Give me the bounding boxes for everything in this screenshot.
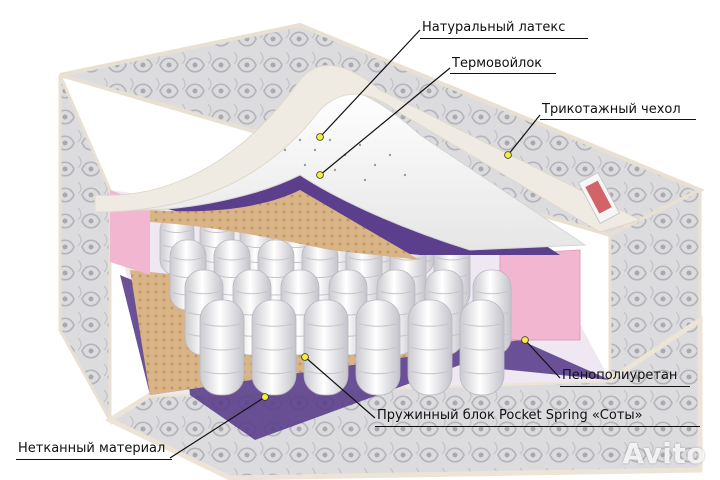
cover-flap xyxy=(94,65,642,233)
leader-cover xyxy=(507,114,541,156)
leader-spring xyxy=(304,356,376,419)
pocket-spring xyxy=(251,299,297,396)
pocket-spring xyxy=(459,299,505,396)
dot-nonwoven xyxy=(261,393,269,401)
leader-foam xyxy=(524,339,561,379)
label-nonwoven: Нетканный материал xyxy=(18,441,166,456)
pocket-spring xyxy=(407,299,453,396)
leader-latex xyxy=(319,29,421,138)
dot-spring xyxy=(301,353,309,361)
nonwoven-layer xyxy=(120,275,610,440)
label-latex: Натуральный латекс xyxy=(422,20,566,35)
leader-thermofelt xyxy=(319,67,451,176)
pocket-spring xyxy=(199,299,245,396)
label-spring-block: Пружинный блок Pocket Spring «Соты» xyxy=(377,408,643,423)
label-cover: Трикотажный чехол xyxy=(542,102,681,117)
spring-block xyxy=(159,214,512,396)
cover-left-side xyxy=(58,74,112,426)
dot-foam xyxy=(521,336,529,344)
label-thermofelt: Термовойлок xyxy=(452,56,543,71)
dot-cover xyxy=(504,151,512,159)
foam-block-right xyxy=(499,249,581,341)
avito-watermark: Avito xyxy=(622,437,706,470)
label-foam: Пенополиуретан xyxy=(562,368,678,383)
pocket-spring xyxy=(355,299,401,396)
dot-thermofelt xyxy=(316,171,324,179)
top-coconut-layer xyxy=(150,190,420,260)
pocket-spring xyxy=(303,299,349,396)
leader-nonwoven xyxy=(169,396,266,459)
dot-latex xyxy=(316,133,324,141)
